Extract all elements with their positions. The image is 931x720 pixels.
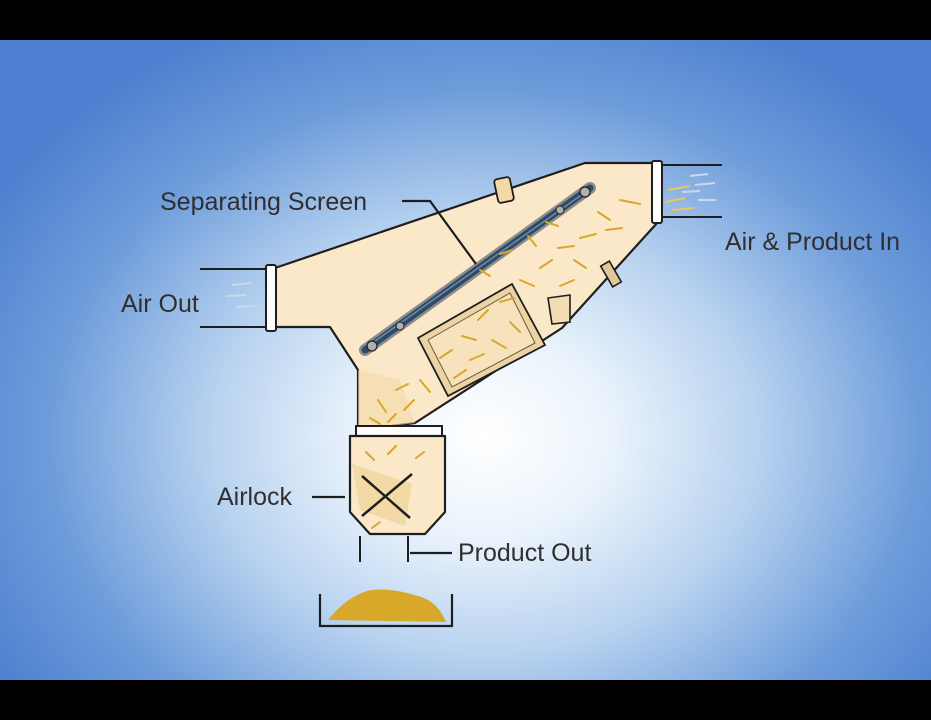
airlock-collar [355,425,443,437]
separating-screen-label: Separating Screen [160,188,368,216]
top-latch [493,176,515,204]
diagram-stage: Separating Screen Air & Product In Air O… [0,40,931,680]
airlock-body [348,434,447,536]
side-bolt [599,260,623,288]
outlet-flange [265,264,277,332]
inspection-window [416,282,547,398]
separating-screen [359,182,596,356]
product-out-label: Product Out [458,539,592,567]
product-out-chute [359,536,409,562]
inlet-pipe [660,164,722,218]
inlet-flange [651,160,663,224]
air-out-label: Air Out [121,290,199,318]
air-out-pipe [200,268,270,328]
leader-lines [312,199,477,555]
airlock-label: Airlock [217,483,293,511]
collection-tray [318,589,454,628]
air-product-in-label: Air & Product In [725,228,901,256]
product-particles [369,199,641,425]
separator-diagram [200,160,722,628]
